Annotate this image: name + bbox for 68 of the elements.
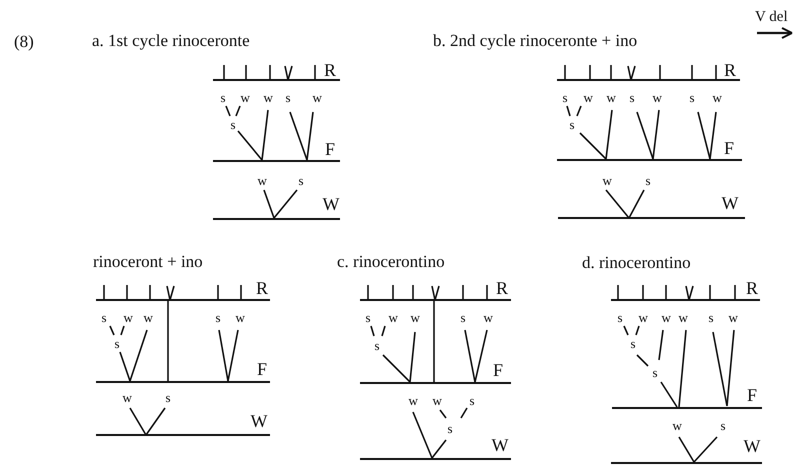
tier-label: F — [724, 139, 734, 157]
node-letter: s — [230, 118, 236, 130]
rule-label: V del — [755, 10, 788, 24]
node-letter: s — [366, 310, 371, 324]
node-letter: s — [448, 422, 453, 434]
node-letter: s — [690, 90, 695, 104]
tier-label: W — [722, 194, 738, 212]
node-letter: w — [144, 310, 153, 324]
node-letter: w — [410, 310, 420, 324]
node-letter: w — [602, 174, 612, 186]
node-letter: s — [286, 90, 291, 104]
tier-label: R — [746, 279, 758, 297]
node-letter: s — [630, 336, 636, 350]
node-letter: w — [408, 394, 418, 406]
node-letter: w — [712, 90, 722, 104]
node-letter: w — [652, 90, 662, 104]
tier-label: W — [250, 412, 268, 430]
node-letter: s — [708, 310, 714, 324]
node-letter: s — [374, 338, 380, 352]
node-letter: s — [720, 418, 726, 432]
node-letter: s — [166, 390, 171, 404]
node-letter: s — [652, 366, 658, 378]
node-letter: s — [102, 310, 107, 324]
tier-label: F — [325, 140, 336, 158]
node-letter: w — [606, 90, 616, 104]
node-letter: s — [220, 90, 226, 104]
panel-title: b. 2nd cycle rinoceronte + ino — [433, 32, 638, 48]
tier-label: F — [257, 360, 268, 378]
node-letter: s — [562, 90, 568, 104]
panel-title: a. 1st cycle rinoceronte — [92, 32, 250, 48]
node-letter: w — [728, 310, 738, 324]
tier-label: F — [747, 386, 758, 404]
node-letter: w — [240, 90, 250, 104]
node-letter: w — [236, 310, 245, 324]
node-letter: w — [638, 310, 648, 324]
node-letter: s — [630, 90, 635, 104]
node-letter: s — [470, 394, 475, 406]
node-letter: s — [216, 310, 221, 324]
tier-label: R — [724, 61, 736, 79]
node-letter: s — [114, 336, 120, 350]
node-letter: s — [618, 310, 623, 324]
node-letter: w — [122, 390, 132, 404]
node-letter: w — [584, 90, 593, 104]
node-letter: w — [678, 310, 688, 324]
tier-label: R — [256, 279, 268, 297]
node-letter: w — [484, 310, 493, 324]
tier-label: F — [493, 361, 504, 379]
panel-title: c. rinocerontino — [337, 252, 445, 270]
node-letter: w — [432, 394, 442, 406]
node-letter: w — [264, 90, 273, 104]
example-number: (8) — [14, 32, 34, 50]
tier-label: W — [322, 195, 340, 213]
tier-label: R — [496, 279, 508, 297]
node-letter: w — [388, 310, 398, 324]
node-letter: s — [646, 174, 651, 186]
node-letter: s — [570, 118, 575, 130]
tier-label: W — [492, 436, 508, 454]
panel-title: rinoceront + ino — [93, 252, 203, 270]
node-letter: w — [258, 174, 267, 186]
panel-title: d. rinocerontino — [582, 254, 691, 270]
node-letter: w — [312, 90, 322, 104]
tier-label: W — [744, 437, 760, 455]
node-letter: w — [124, 310, 133, 324]
node-letter: w — [672, 418, 682, 432]
node-letter: s — [460, 310, 466, 324]
node-letter: s — [298, 174, 304, 186]
tier-label: R — [324, 61, 336, 79]
node-letter: w — [662, 310, 671, 324]
